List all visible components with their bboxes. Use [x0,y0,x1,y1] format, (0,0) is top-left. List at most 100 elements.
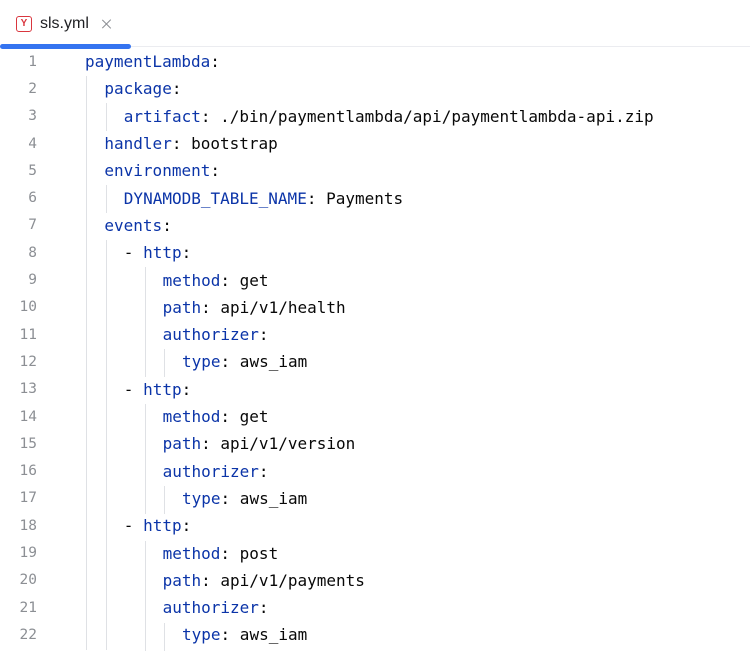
file-tab[interactable]: Y sls.yml [0,0,131,49]
code-line[interactable]: 18- http: [0,512,750,539]
indent-guide [164,623,165,651]
yaml-colon: : [220,352,231,372]
line-number: 22 [19,626,37,643]
list-dash: - [123,243,144,263]
list-dash: - [123,379,144,399]
line-number: 13 [19,381,37,398]
code-line[interactable]: 6 DYNAMODB_TABLE_NAME: Payments [0,185,750,212]
yaml-colon: : [210,161,220,181]
yaml-value: get [230,270,269,290]
code-text: type: aws_iam [182,625,307,644]
yaml-colon: : [200,106,211,126]
line-number: 4 [28,135,37,152]
yaml-colon: : [201,570,211,590]
indent-guide [145,541,146,651]
line-number: 3 [28,108,37,125]
code-text: method: get [163,271,269,290]
line-number: 15 [19,435,37,452]
yaml-colon: : [258,461,269,481]
yaml-colon: : [220,625,231,645]
editor-tab-bar: Y sls.yml [0,0,750,49]
code-line[interactable]: 17 type: aws_iam [0,485,750,512]
line-number: 6 [28,190,37,207]
code-text: environment: [104,161,220,180]
code-line[interactable]: 1 paymentLambda: [0,48,750,75]
yaml-key: authorizer [162,598,259,618]
yaml-key: package [104,79,172,99]
yaml-colon: : [171,79,182,99]
code-text: path: api/v1/health [163,298,346,317]
line-number: 17 [19,490,37,507]
yaml-value: api/v1/version [210,434,356,454]
code-text: path: api/v1/payments [163,571,365,590]
line-number: 8 [28,244,37,261]
yaml-value: aws_iam [230,488,308,508]
line-number: 1 [28,53,37,70]
indent-guide [86,76,87,650]
yaml-colon: : [171,134,182,154]
yaml-value: aws_iam [230,625,308,645]
yaml-value: Payments [316,188,404,208]
yaml-colon: : [306,188,317,208]
yaml-key: method [162,270,221,290]
close-icon[interactable] [101,18,113,30]
code-text: type: aws_iam [182,489,307,508]
yaml-key: type [182,488,221,508]
yaml-key: environment [104,161,211,181]
code-line[interactable]: 15 path: api/v1/version [0,430,750,457]
line-number: 18 [19,517,37,534]
yaml-colon: : [220,407,231,427]
code-line[interactable]: 3 artifact: ./bin/paymentlambda/api/payme… [0,103,750,130]
yaml-colon: : [258,598,269,618]
yaml-colon: : [181,379,192,399]
indent-guide [164,486,165,514]
code-text: DYNAMODB_TABLE_NAME: Payments [124,189,403,208]
yaml-key: artifact [123,106,201,126]
code-text: path: api/v1/version [163,434,356,453]
yaml-colon: : [201,297,211,317]
yaml-colon: : [181,243,192,263]
tab-filename: sls.yml [40,14,89,32]
line-number: 16 [19,463,37,480]
yaml-key: type [182,352,221,372]
yaml-key: paymentLambda [85,52,211,72]
code-line[interactable]: 8- http: [0,239,750,266]
code-text: package: [104,79,181,98]
yaml-key: authorizer [162,325,259,345]
indent-guide [145,404,146,514]
yaml-key: type [182,625,221,645]
yaml-key: path [162,297,202,317]
code-line[interactable]: 13 - http: [0,376,750,403]
code-line[interactable]: 22 type: aws_iam [0,621,750,648]
yaml-colon: : [181,516,192,536]
indent-guide [106,185,107,213]
indent-guide [145,267,146,377]
indent-guide [164,349,165,377]
yaml-colon: : [210,52,220,72]
yaml-value: bootstrap [181,134,278,154]
yaml-key: http [143,379,182,399]
line-number: 14 [19,408,37,425]
yaml-value: ./bin/paymentlambda/api/paymentlambda-ap… [210,106,654,126]
yaml-value: post [230,543,279,563]
yaml-colon: : [201,434,211,454]
yaml-colon: : [220,488,231,508]
yaml-key: method [162,543,221,563]
code-text: authorizer: [163,325,269,344]
yaml-value: api/v1/payments [210,570,365,590]
yaml-key: method [162,407,221,427]
